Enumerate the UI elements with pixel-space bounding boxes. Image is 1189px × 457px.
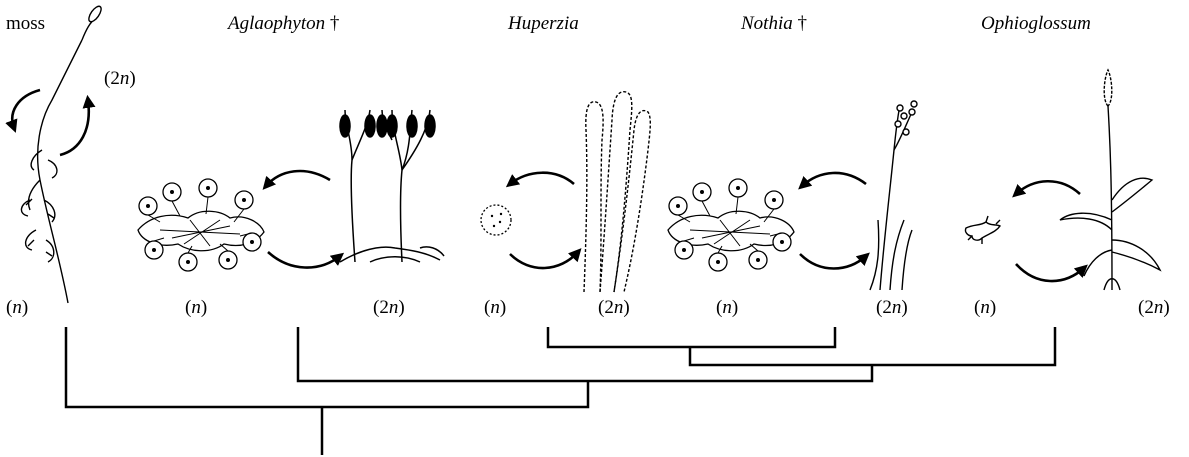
arrow-right-icon [60, 100, 89, 155]
arrow-right-icon [510, 252, 578, 268]
aglaophyton-gametophyte-illustration [138, 179, 264, 271]
clade-all-taxa [66, 327, 588, 407]
clade-aglaophyton-and-others [298, 327, 872, 381]
ophioglossum-sporophyte-illustration [1060, 70, 1160, 290]
arrow-left-icon [802, 173, 866, 186]
huperzia-cycle-arrows [510, 173, 578, 268]
arrow-right-icon [1016, 264, 1084, 281]
arrow-left-icon [510, 173, 574, 184]
aglaophyton-cycle-arrows [266, 171, 340, 268]
arrow-left-icon [266, 171, 330, 186]
aglaophyton-sporophyte-illustration [340, 110, 444, 262]
ophioglossum-cycle-arrows [1016, 181, 1084, 281]
arrow-right-icon [800, 254, 866, 269]
nothia-cycle-arrows [800, 173, 866, 269]
nothia-gametophyte-illustration [668, 179, 794, 271]
arrow-left-icon [12, 90, 40, 128]
arrow-right-icon [268, 252, 340, 268]
huperzia-sporophyte-illustration [584, 92, 650, 292]
moss-cycle-arrows [12, 90, 88, 155]
huperzia-gametophyte-illustration [481, 205, 511, 235]
nothia-sporophyte-illustration [870, 101, 917, 290]
cladogram [66, 327, 1055, 455]
clade-huperzia-nothia [548, 327, 835, 347]
arrow-left-icon [1016, 181, 1080, 194]
ophioglossum-gametophyte-illustration [965, 216, 1000, 244]
